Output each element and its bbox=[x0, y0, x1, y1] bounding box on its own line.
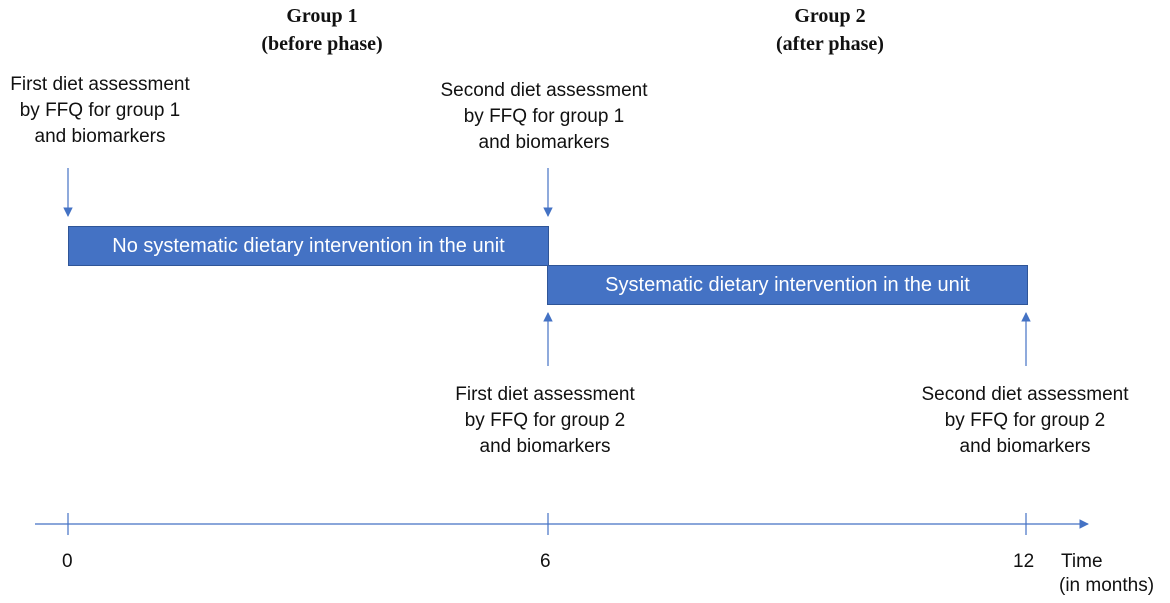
tick-label-12: 12 bbox=[1013, 551, 1035, 572]
no-intervention-phase-bar: No systematic dietary intervention in th… bbox=[68, 226, 549, 266]
axis-label-time: Time bbox=[1061, 551, 1103, 572]
group-1-subtitle: (before phase) bbox=[261, 33, 383, 55]
group-2-first-assessment-label: First diet assessment by FFQ for group 2… bbox=[455, 384, 635, 457]
group-2-title-block: Group 2 (after phase) bbox=[710, 2, 950, 58]
group-1-title: Group 1 bbox=[286, 5, 358, 27]
tick-label-6: 6 bbox=[540, 551, 551, 572]
group-2-title: Group 2 bbox=[794, 5, 866, 27]
group-2-second-assessment-label: Second diet assessment by FFQ for group … bbox=[921, 384, 1129, 457]
intervention-phase-label: Systematic dietary intervention in the u… bbox=[605, 273, 970, 296]
no-intervention-phase-label: No systematic dietary intervention in th… bbox=[112, 234, 505, 257]
group-1-title-block: Group 1 (before phase) bbox=[202, 2, 442, 58]
intervention-phase-bar: Systematic dietary intervention in the u… bbox=[547, 265, 1028, 305]
tick-label-0: 0 bbox=[62, 551, 73, 572]
group-1-first-assessment-label: First diet assessment by FFQ for group 1… bbox=[10, 74, 190, 147]
group-1-second-assessment-label: Second diet assessment by FFQ for group … bbox=[440, 80, 648, 153]
group-2-subtitle: (after phase) bbox=[776, 33, 884, 55]
timeline-axis-label: Time (in months) bbox=[1059, 550, 1169, 598]
axis-label-units: (in months) bbox=[1059, 575, 1155, 596]
